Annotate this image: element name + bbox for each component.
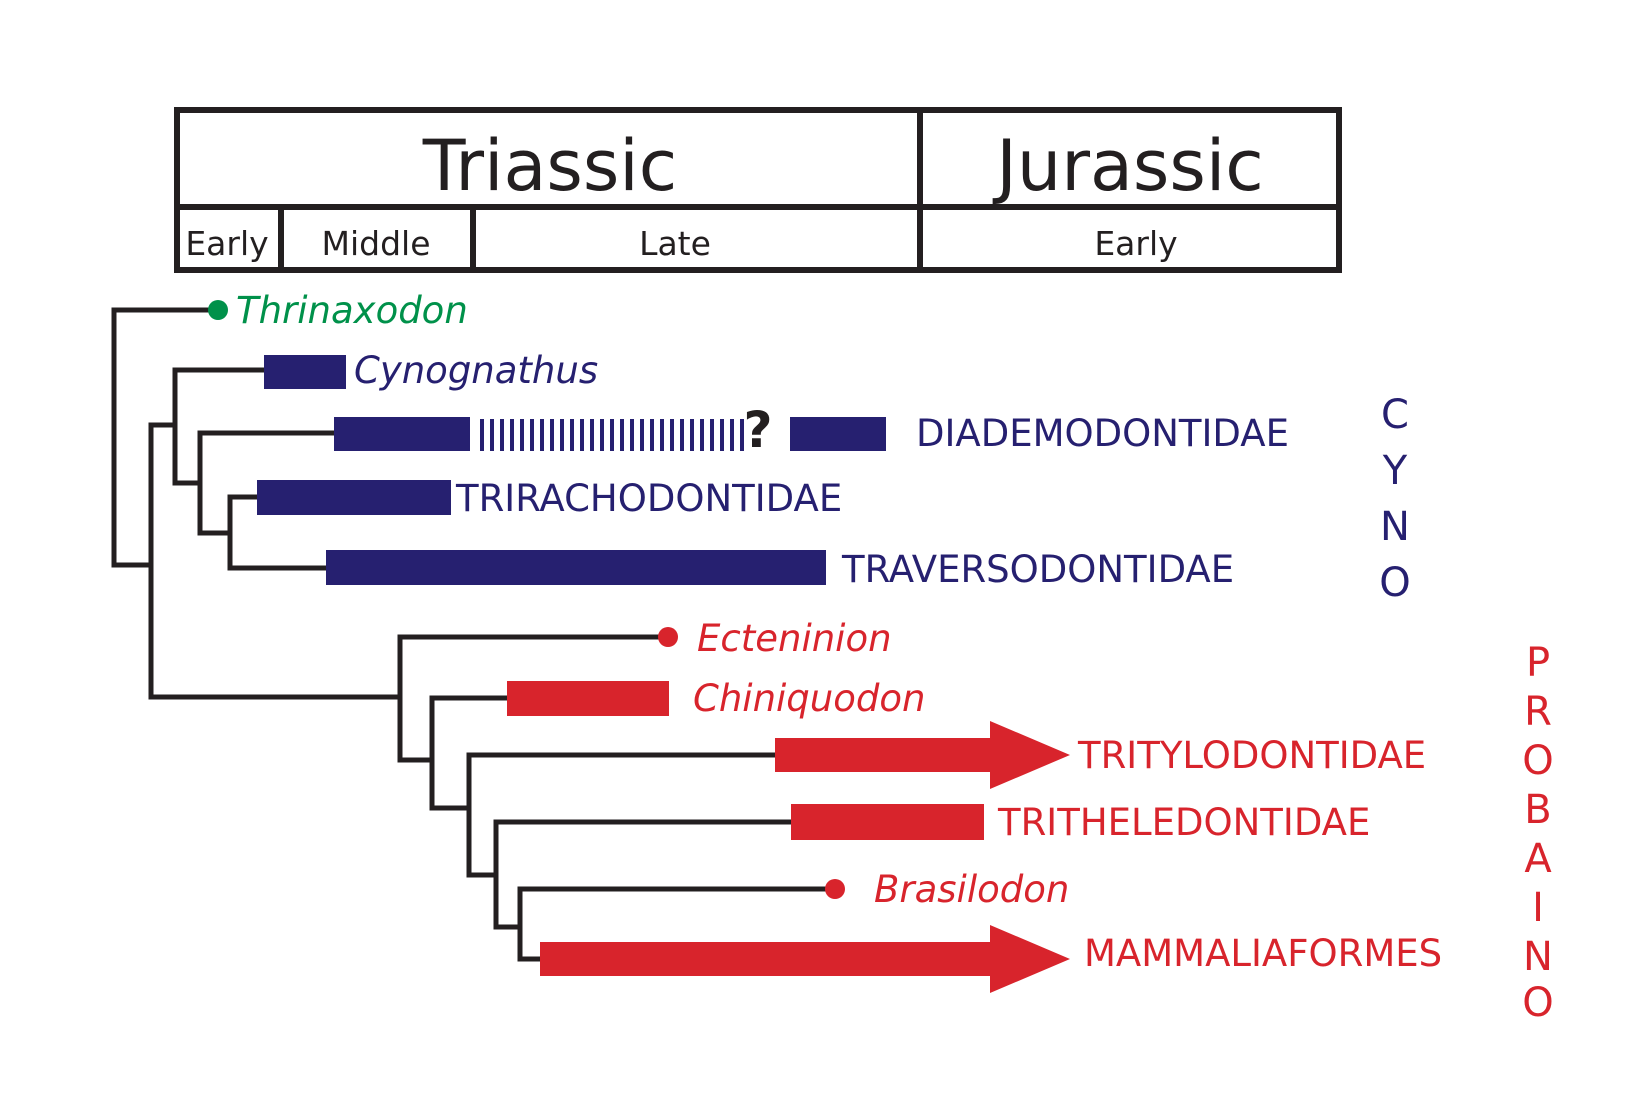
probaino-letter-3: O — [1522, 738, 1553, 784]
taxon-label-traversodontidae: TRAVERSODONTIDAE — [841, 548, 1234, 591]
branch-root — [111, 307, 221, 568]
cyno-letter-1: C — [1381, 392, 1409, 438]
taxon-labels: Thrinaxodon Cynognathus DIADEMODONTIDAE … — [236, 289, 1442, 975]
probaino-letter-6: I — [1532, 885, 1544, 931]
branch-tritheledontidae — [493, 819, 795, 878]
cynognathus-range-bar — [264, 355, 346, 389]
taxon-label-thrinaxodon: Thrinaxodon — [236, 289, 468, 332]
traversodontidae-range-bar — [326, 550, 826, 585]
branch-probainognathia — [397, 634, 668, 763]
chiniquodon-range-bar — [507, 681, 669, 716]
thrinaxodon-point — [208, 300, 228, 320]
range-bars: ? — [208, 300, 1070, 993]
taxon-label-chiniquodon: Chiniquodon — [693, 677, 925, 720]
branch-prozostrodontia-3 — [493, 872, 523, 930]
taxon-label-brasilodon: Brasilodon — [874, 868, 1069, 911]
diademodontidae-range-bar-late — [790, 417, 886, 451]
probaino-letter-8: O — [1522, 980, 1553, 1026]
probaino-letter-5: A — [1524, 836, 1552, 882]
ecteninion-point — [658, 627, 678, 647]
probaino-letter-7: N — [1523, 934, 1553, 980]
branch-cynognathus — [172, 367, 269, 486]
branch-eucynodontia — [148, 422, 403, 700]
probaino-letter-4: B — [1524, 787, 1551, 833]
taxon-label-ecteninion: Ecteninion — [697, 617, 892, 660]
probaino-letter-2: R — [1524, 689, 1552, 735]
timescale-table: Triassic Jurassic Early Middle Late Earl… — [174, 107, 1342, 273]
epoch-label-middle-triassic: Middle — [321, 224, 430, 263]
taxon-label-mammaliaformes: MAMMALIAFORMES — [1084, 932, 1442, 975]
branch-prozostrodontia-1 — [429, 757, 472, 811]
diademodontidae-uncertain-range — [480, 419, 744, 451]
taxon-label-diademodontidae: DIADEMODONTIDAE — [916, 412, 1289, 455]
taxon-label-tritheledontidae: TRITHELEDONTIDAE — [997, 801, 1370, 844]
epoch-label-late-triassic: Late — [639, 224, 711, 263]
diademodontidae-question-mark: ? — [743, 401, 772, 459]
taxon-label-tritylodontidae: TRITYLODONTIDAE — [1077, 734, 1426, 777]
taxon-label-cynognathus: Cynognathus — [354, 349, 598, 392]
branch-diademodontidae — [197, 430, 339, 536]
branch-trirachodontidae — [227, 494, 260, 571]
taxon-label-trirachodontidae: TRIRACHODONTIDAE — [455, 477, 842, 520]
tritylodontidae-range-arrow — [775, 721, 1070, 789]
branch-brasilodon — [517, 886, 835, 930]
mammaliaformes-range-arrow — [540, 925, 1070, 993]
trirachodontidae-range-bar — [257, 480, 451, 515]
diademodontidae-range-bar-early — [334, 417, 470, 451]
period-label-triassic: Triassic — [422, 125, 677, 207]
cyno-letter-3: N — [1380, 504, 1410, 550]
tree-branches — [111, 307, 835, 962]
branch-tritylodontidae — [466, 752, 779, 811]
branch-mammaliaformes — [517, 924, 543, 962]
clade-label-cyno: C Y N O — [1379, 392, 1410, 606]
branch-chiniquodon — [429, 695, 513, 763]
cyno-letter-4: O — [1379, 560, 1410, 606]
epoch-label-early-jurassic: Early — [1094, 224, 1177, 263]
branch-prozostrodontia-2 — [466, 805, 499, 878]
epoch-label-early-triassic: Early — [185, 224, 268, 263]
cyno-letter-2: Y — [1382, 448, 1408, 494]
tritheledontidae-range-bar — [791, 804, 984, 840]
clade-label-probaino: P R O B A I N O — [1522, 640, 1553, 1026]
probaino-letter-1: P — [1526, 640, 1550, 686]
period-label-jurassic: Jurassic — [992, 125, 1264, 207]
timescale-frame — [174, 107, 1342, 273]
brasilodon-point — [825, 879, 845, 899]
